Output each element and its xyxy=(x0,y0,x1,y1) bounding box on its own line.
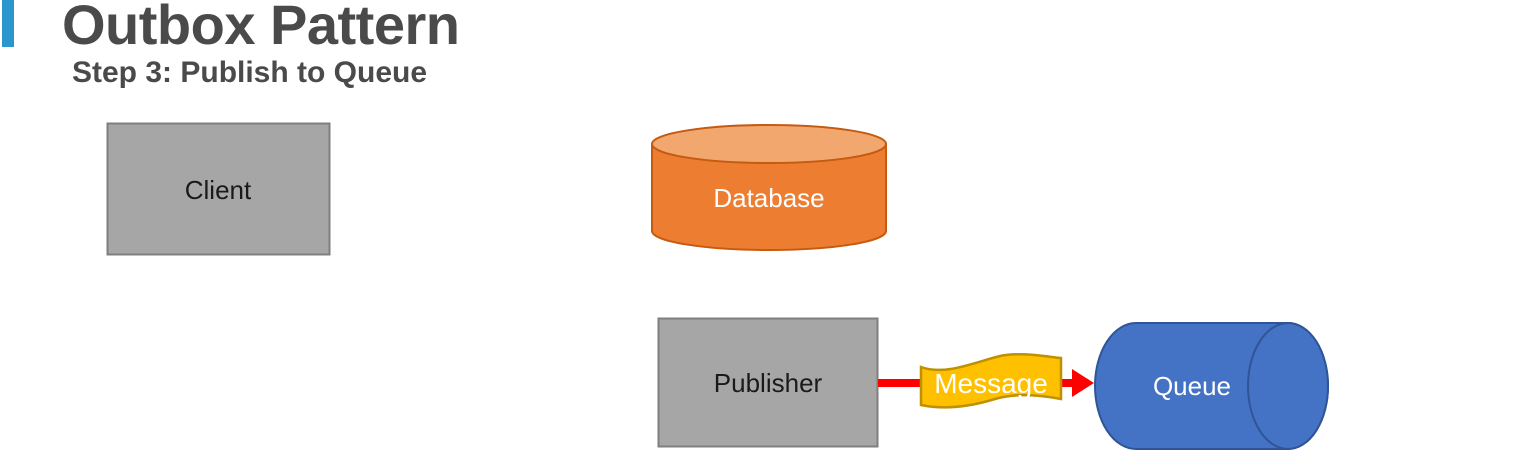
database-cylinder-body xyxy=(651,143,887,251)
message-node: Message xyxy=(919,353,1063,409)
message-banner xyxy=(919,353,1063,409)
publisher-node: Publisher xyxy=(657,317,879,448)
queue-label: Queue xyxy=(1153,371,1231,401)
database-cylinder-top xyxy=(651,124,887,164)
queue-cylinder-cap xyxy=(1247,322,1329,450)
database-node: Database xyxy=(651,124,887,251)
publisher-box xyxy=(657,317,879,448)
flow-arrow-head xyxy=(1072,369,1094,397)
publisher-label: Publisher xyxy=(714,368,823,398)
message-label: Message xyxy=(934,368,1048,399)
client-box xyxy=(106,122,331,256)
accent-bar xyxy=(2,0,14,47)
page-title: Outbox Pattern xyxy=(62,0,460,56)
client-label: Client xyxy=(185,175,252,205)
client-node: Client xyxy=(106,122,331,256)
page-subtitle: Step 3: Publish to Queue xyxy=(72,56,428,89)
queue-node: Queue xyxy=(1094,322,1329,450)
database-label: Database xyxy=(713,183,824,213)
